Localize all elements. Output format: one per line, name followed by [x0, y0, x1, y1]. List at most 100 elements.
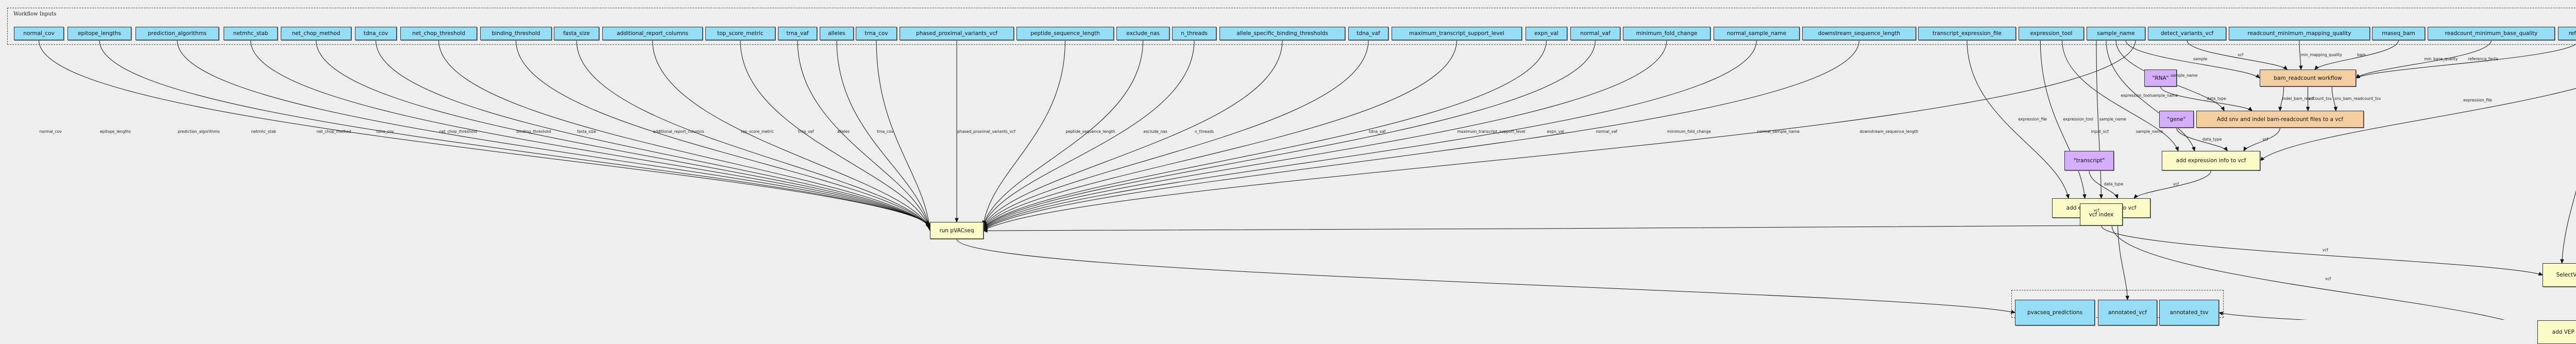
node-label: Add snv and indel bam-readcount files to… — [2217, 116, 2343, 123]
edge-label: input_vcf — [2091, 129, 2109, 134]
node-label: net_chop_method — [292, 30, 341, 37]
edge-label: snv_bam_readcount_tsv — [2334, 96, 2381, 101]
edge-label: sample_name — [2136, 129, 2163, 134]
input-node-top-score-metric[interactable]: top_score_metric — [705, 27, 775, 40]
output-node-annotated-tsv[interactable]: annotated_tsv — [2159, 300, 2219, 325]
edge-sample-name-to-run-pvacseq — [984, 40, 2136, 230]
input-node-sample-name[interactable]: sample_name — [2087, 27, 2145, 40]
input-node-transcript-expression-file[interactable]: transcript_expression_file — [1918, 27, 2016, 40]
edge-downstream-sequence-length-to-run-pvacseq — [984, 40, 1859, 230]
output-node-annotated-vcf[interactable]: annotated_vcf — [2098, 300, 2157, 325]
input-node-netmhc-stab[interactable]: netmhc_stab — [224, 27, 278, 40]
input-node-minimum-fold-change[interactable]: minimum_fold_change — [1623, 27, 1710, 40]
input-node-allele-specific-binding-thresholds[interactable]: allele_specific_binding_thresholds — [1219, 27, 1345, 40]
input-node-exclude-nas[interactable]: exclude_nas — [1116, 27, 1170, 40]
node-label: run pVACseq — [939, 228, 974, 234]
arrowhead — [2334, 107, 2337, 111]
input-node-tdna-vaf[interactable]: tdna_vaf — [1348, 27, 1388, 40]
input-node-maximum-transcript-support-level[interactable]: maximum_transcript_support_level — [1392, 27, 1522, 40]
edge-label: minimum_fold_change — [1667, 129, 1711, 134]
input-node-trna-cov[interactable]: trna_cov — [856, 27, 897, 40]
arrowhead — [2066, 195, 2069, 198]
node-label: n_threads — [1181, 30, 1208, 37]
input-node-readcount-minimum-base-quality[interactable]: readcount_minimum_base_quality — [2428, 27, 2555, 40]
input-node-peptide-sequence-length[interactable]: peptide_sequence_length — [1016, 27, 1114, 40]
edge-label: vcf — [2323, 248, 2328, 252]
node-label: "gene" — [2167, 116, 2186, 123]
constant-node-const-gene: "gene" — [2159, 111, 2194, 128]
input-node-prediction-algorithms[interactable]: prediction_algorithms — [135, 27, 219, 40]
input-node-rnaseq-bam[interactable]: rnaseq_bam — [2372, 27, 2425, 40]
edge-label: sample_name — [2171, 73, 2197, 78]
node-label: normal_vaf — [1580, 30, 1610, 37]
edge-add-bam-readcount-to-add-gene-expr — [2244, 128, 2280, 151]
input-node-expression-tool[interactable]: expression_tool — [2019, 27, 2084, 40]
step-node-bam-readcount[interactable]: bam_readcount workflow — [2260, 70, 2356, 87]
constant-node-const-transcript: "transcript" — [2064, 151, 2114, 170]
input-node-normal-vaf[interactable]: normal_vaf — [1570, 27, 1620, 40]
edge-label: vcf — [2309, 96, 2314, 101]
step-node-select-variants[interactable]: SelectVariants (GATK 3.6) — [2543, 263, 2576, 287]
input-node-readcount-minimum-mapping-quality[interactable]: readcount_minimum_mapping_quality — [2229, 27, 2370, 40]
edge-reference-fasta-to-bam-readcount — [2356, 40, 2576, 78]
arrowhead — [2224, 147, 2228, 151]
arrowhead — [2099, 195, 2103, 198]
step-node-add-gene-expr[interactable]: add expression info to vcf — [2162, 151, 2260, 170]
step-node-vcf-index[interactable]: vcf index — [2080, 203, 2123, 226]
input-node-additional-report-columns[interactable]: additional_report_columns — [602, 27, 703, 40]
input-node-trna-vaf[interactable]: trna_vaf — [778, 27, 817, 40]
input-node-downstream-sequence-length[interactable]: downstream_sequence_length — [1802, 27, 1916, 40]
node-label: vcf index — [2089, 212, 2114, 218]
node-label: fasta_size — [563, 30, 590, 37]
edge-label: net_chop_method — [317, 129, 351, 134]
input-node-n-threads[interactable]: n_threads — [1172, 27, 1216, 40]
node-label: top_score_metric — [717, 30, 764, 37]
edge-allele-specific-binding-thresholds-to-run-pvacseq — [984, 40, 1282, 226]
input-node-net-chop-method[interactable]: net_chop_method — [281, 27, 351, 40]
step-node-add-bam-readcount[interactable]: Add snv and indel bam-readcount files to… — [2196, 111, 2364, 128]
input-node-net-chop-threshold[interactable]: net_chop_threshold — [400, 27, 477, 40]
input-node-expn-val[interactable]: expn_val — [1526, 27, 1567, 40]
edge-label: min_base_quality — [2424, 57, 2458, 61]
node-label: "RNA" — [2153, 75, 2169, 81]
input-node-epitope-lengths[interactable]: epitope_lengths — [67, 27, 131, 40]
edge-minimum-fold-change-to-run-pvacseq — [984, 40, 1667, 229]
edge-label: normal_cov — [40, 129, 62, 134]
edge-label: vcf — [2173, 182, 2179, 186]
edge-label: indel_bam_readcount_tsv — [2282, 96, 2332, 101]
input-node-normal-cov[interactable]: normal_cov — [14, 27, 64, 40]
arrowhead — [2299, 66, 2302, 70]
arrowhead — [2192, 147, 2195, 151]
node-label: minimum_fold_change — [1636, 30, 1698, 37]
step-node-add-vep[interactable]: add VEP annotation to report — [2537, 320, 2576, 344]
edge-label: data_type — [2202, 137, 2222, 142]
node-label: annotated_vcf — [2108, 309, 2147, 316]
input-node-tdna-cov[interactable]: tdna_cov — [355, 27, 397, 40]
edge-top-score-metric-to-run-pvacseq — [740, 40, 930, 229]
node-label: downstream_sequence_length — [1818, 30, 1901, 37]
arrowhead — [2561, 260, 2564, 263]
output-node-pvacseq-predictions[interactable]: pvacseq_predictions — [2015, 300, 2095, 325]
edge-reference-fasta-to-select-variants — [2562, 40, 2576, 263]
step-node-run-pvacseq[interactable]: run pVACseq — [930, 222, 984, 239]
input-node-reference-fasta[interactable]: reference_fasta — [2558, 27, 2576, 40]
input-node-binding-threshold[interactable]: binding_threshold — [480, 27, 552, 40]
node-label: allele_specific_binding_thresholds — [1236, 30, 1328, 37]
edge-label: expression_tool — [2063, 117, 2093, 122]
node-label: additional_report_columns — [617, 30, 688, 37]
input-node-detect-variants-vcf[interactable]: detect_variants_vcf — [2148, 27, 2226, 40]
arrowhead — [2248, 107, 2252, 111]
edge-label: prediction_algorithms — [178, 129, 219, 134]
input-node-fasta-size[interactable]: fasta_size — [554, 27, 599, 40]
node-label: normal_sample_name — [1727, 30, 1786, 37]
input-node-phased-proximal-variants-vcf[interactable]: phased_proximal_variants_vcf — [900, 27, 1014, 40]
edge-label: expression_file — [2463, 98, 2492, 102]
edge-label: min_mapping_quality — [2301, 53, 2342, 57]
edge-label: expression_tool — [2121, 93, 2150, 98]
arrowhead — [2260, 157, 2264, 161]
input-node-normal-sample-name[interactable]: normal_sample_name — [1714, 27, 1800, 40]
node-label: epitope_lengths — [78, 30, 121, 37]
node-label: trna_cov — [865, 30, 888, 37]
input-node-alleles[interactable]: alleles — [820, 27, 854, 40]
edge-trna-vaf-to-run-pvacseq — [798, 40, 930, 230]
